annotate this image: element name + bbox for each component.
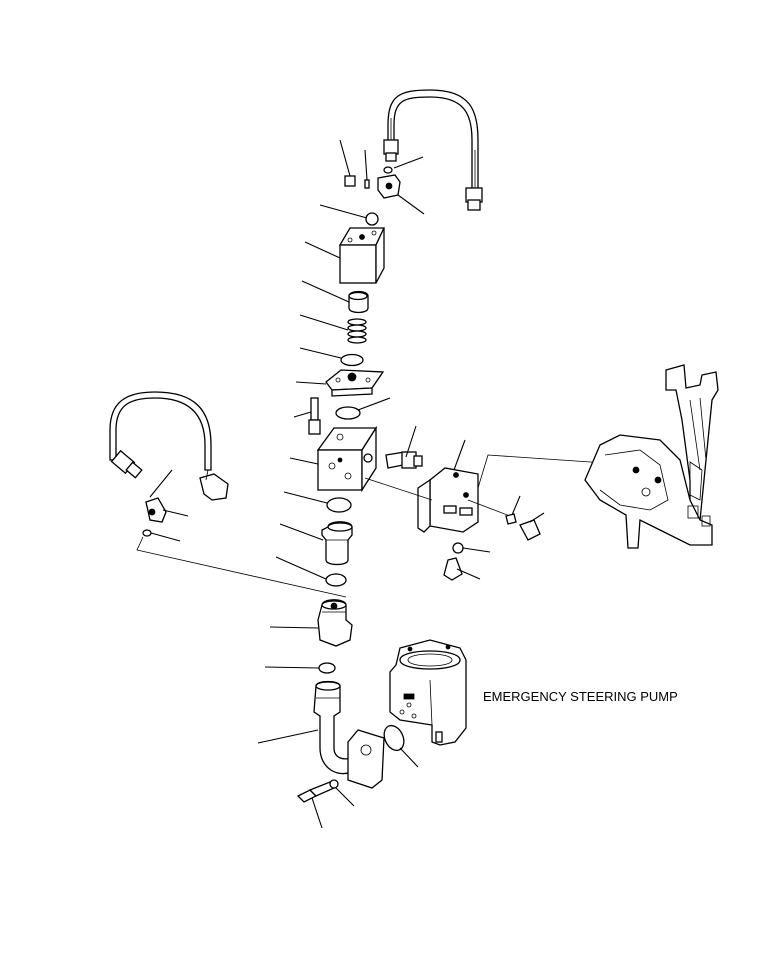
left-hose <box>109 391 229 501</box>
emergency-steering-pump <box>389 639 467 746</box>
o-ring <box>383 724 405 752</box>
bracket <box>417 439 479 533</box>
upper-hose <box>383 89 483 211</box>
adapter <box>279 521 353 566</box>
bolt <box>293 397 321 435</box>
o-ring <box>326 497 352 513</box>
left-elbow-fitting <box>136 497 347 598</box>
flange-plate <box>295 369 385 397</box>
o-ring <box>318 662 336 674</box>
spring <box>299 314 367 344</box>
cap <box>301 280 369 314</box>
o-ring <box>340 353 364 367</box>
bent-tube <box>257 680 385 789</box>
valve-block-upper <box>304 227 386 284</box>
o-ring <box>335 406 361 420</box>
bolts-right <box>443 495 545 581</box>
machine-frame <box>584 364 719 549</box>
valve-block-main <box>289 425 378 493</box>
pressure-switch <box>385 425 423 469</box>
o-ring <box>325 573 347 587</box>
pump-label: EMERGENCY STEERING PUMP <box>483 689 678 704</box>
upper-fittings <box>319 139 425 226</box>
bolts-bottom <box>296 779 355 829</box>
elbow-adapter <box>269 599 353 647</box>
